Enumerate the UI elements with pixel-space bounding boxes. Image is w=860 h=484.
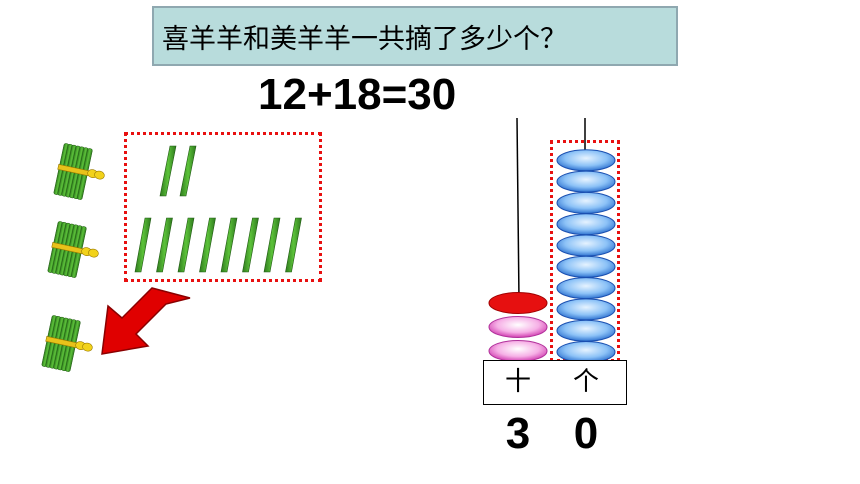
loose-stick <box>199 217 216 273</box>
question-text: 喜羊羊和美羊羊一共摘了多少个？ <box>162 23 567 55</box>
arrow-icon <box>101 287 191 355</box>
loose-stick <box>220 217 238 273</box>
tens-place-label: 十 <box>504 367 531 397</box>
ones-bead <box>556 255 616 278</box>
loose-sticks-frame <box>124 132 322 282</box>
loose-stick <box>242 217 259 273</box>
stick-bundle-icon <box>41 315 93 372</box>
tens-bead <box>488 340 548 362</box>
ones-bead <box>556 213 616 236</box>
ones-bead <box>556 234 616 257</box>
ones-place-label: 个 <box>572 367 599 397</box>
stick-bundle-icon <box>47 221 99 278</box>
loose-stick <box>263 217 281 273</box>
loose-stick <box>156 217 173 273</box>
ones-bead <box>556 191 616 214</box>
ones-bead <box>556 277 616 300</box>
ones-bead <box>556 170 616 193</box>
equation: 12+18=30 <box>258 70 457 119</box>
tens-bead <box>488 316 548 338</box>
ones-bead <box>556 298 616 321</box>
loose-stick <box>285 217 302 273</box>
loose-stick <box>177 217 195 273</box>
tens-digit: 3 <box>505 409 531 458</box>
tens-bead <box>488 292 548 314</box>
loose-stick <box>179 145 197 197</box>
question-box: 喜羊羊和美羊羊一共摘了多少个？ <box>152 6 678 66</box>
loose-stick <box>159 145 177 197</box>
ones-bead <box>556 319 616 342</box>
ones-digit: 0 <box>573 409 599 458</box>
stick-bundle-icon <box>53 143 105 200</box>
place-value-box <box>483 360 627 405</box>
tens-rod <box>516 117 520 301</box>
ones-bead <box>556 149 616 172</box>
loose-stick <box>134 217 152 273</box>
